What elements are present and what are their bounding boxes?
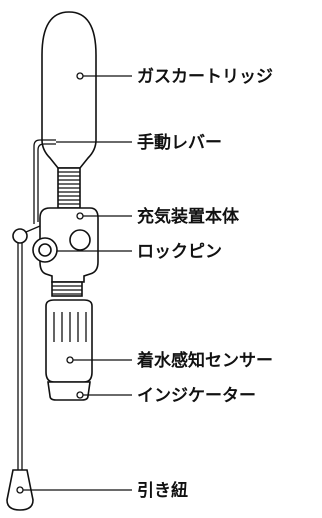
- label-inflator-body: 充気装置本体: [137, 206, 240, 227]
- label-pull-cord: 引き紐: [137, 480, 188, 501]
- label-water-sensor: 着水感知センサー: [136, 350, 273, 371]
- label-lock-pin: ロックピン: [137, 242, 222, 262]
- leader-water-sensor: [66, 356, 132, 364]
- label-manual-lever: 手動レバー: [137, 132, 222, 153]
- gas-cartridge: [41, 11, 97, 209]
- lock-pin: [32, 237, 58, 263]
- label-indicator: インジケーター: [137, 386, 256, 406]
- leader-gas-cartridge: [76, 72, 132, 80]
- inflator-body: [39, 207, 99, 297]
- water-sensor: [45, 299, 93, 401]
- leader-inflator-body: [76, 212, 132, 220]
- manual-lever: [33, 139, 56, 224]
- label-gas-cartridge: ガスカートリッジ: [137, 67, 273, 87]
- pull-cord: [6, 225, 41, 511]
- leader-pull-cord: [16, 486, 132, 494]
- leader-indicator: [76, 391, 132, 399]
- cartridge-thread: [58, 171, 80, 205]
